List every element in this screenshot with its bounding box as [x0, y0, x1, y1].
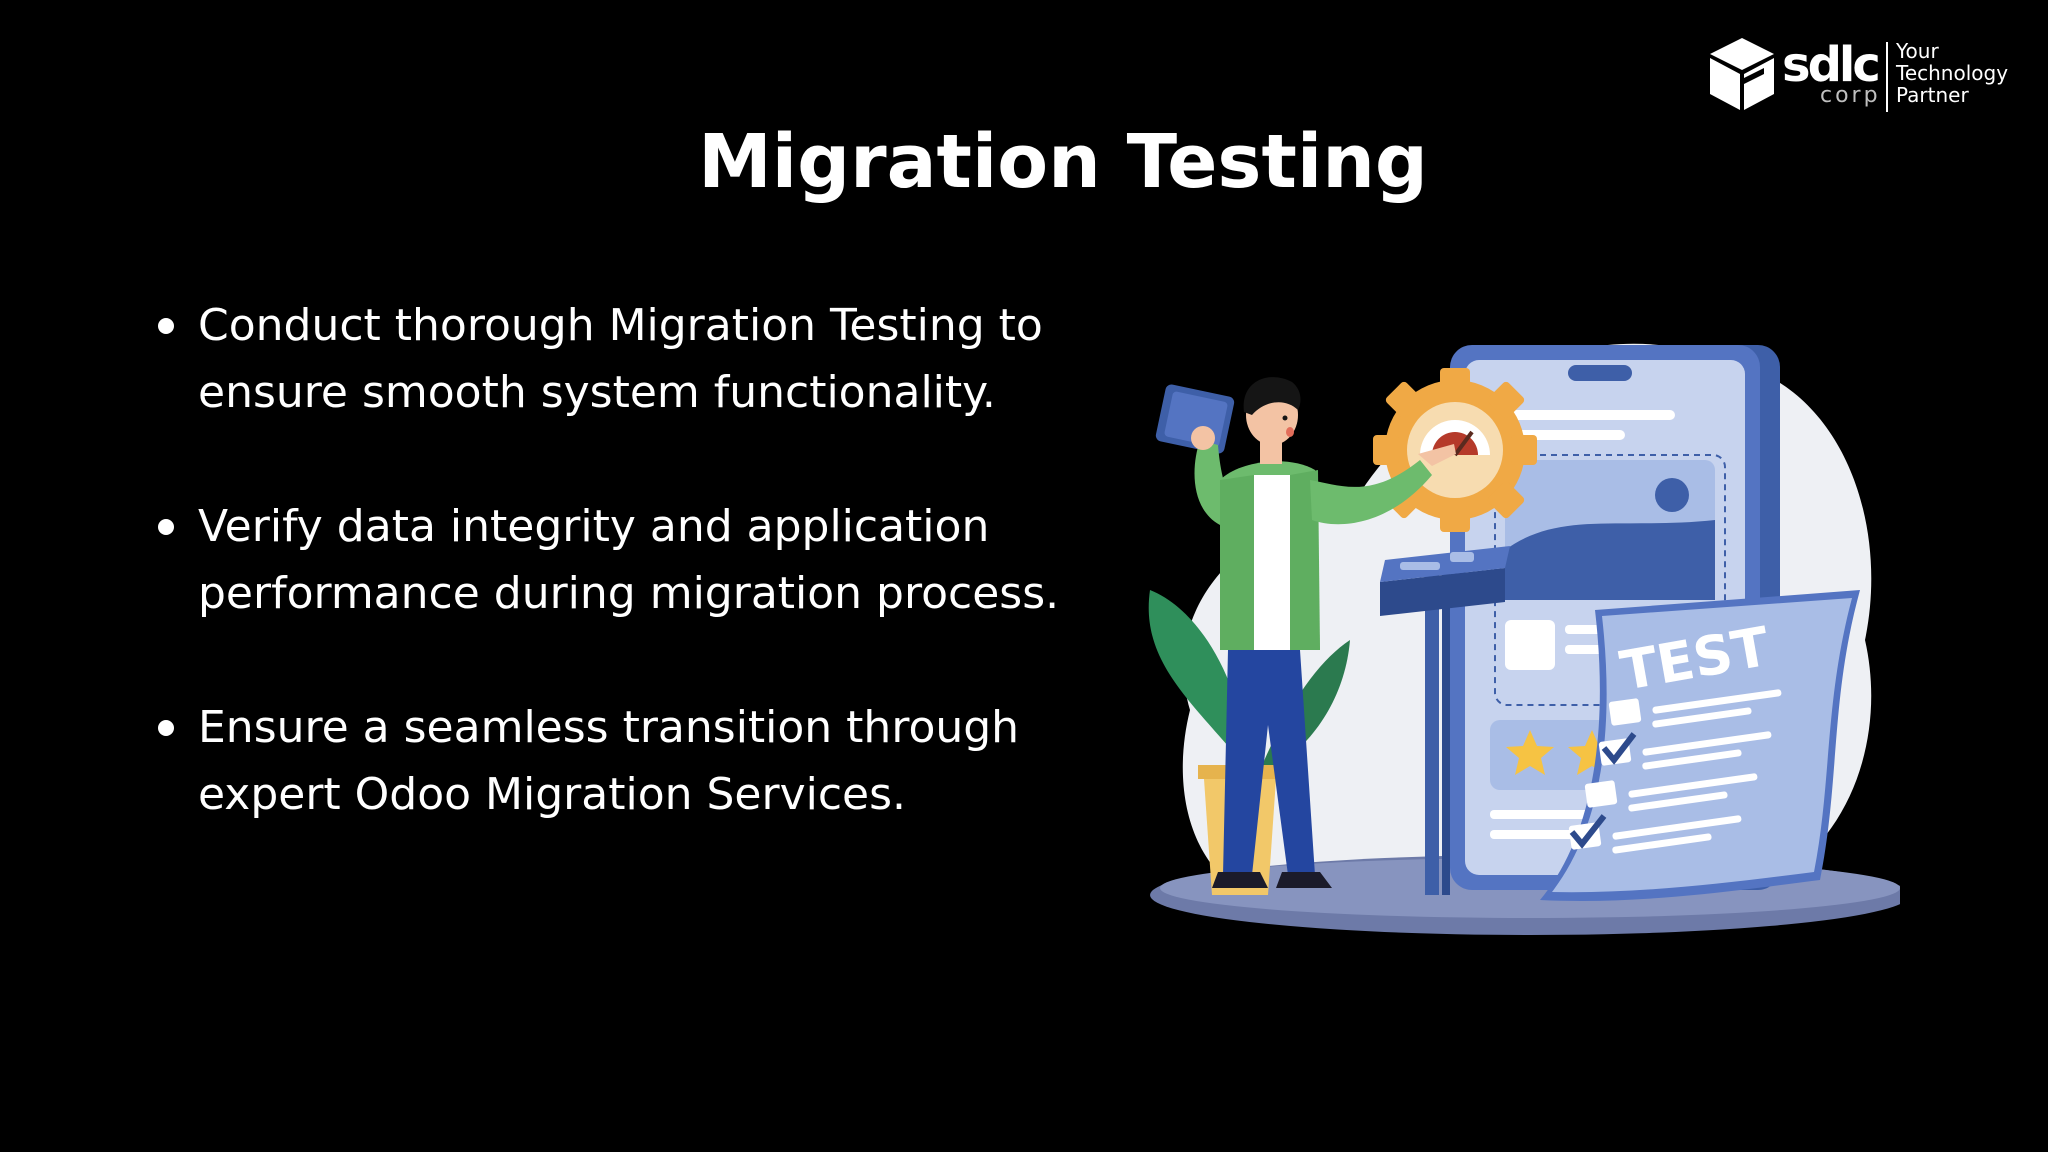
bullet-dot-icon — [158, 318, 174, 334]
slide-title: Migration Testing — [698, 119, 1428, 205]
logo-sub: corp — [1820, 83, 1881, 108]
person-figure — [1155, 377, 1456, 888]
logo-tagline-line: Your — [1896, 39, 1939, 63]
checkmark-icon — [1569, 814, 1607, 849]
bullet-item: Conduct thorough Migration Testing to en… — [152, 292, 1092, 426]
sdlc-logo: sdlc corp Your Technology Partner — [1706, 34, 2026, 114]
bullet-text: Verify data integrity and application pe… — [198, 501, 1060, 619]
speedometer-icon — [1420, 420, 1490, 457]
logo-wordmark: sdlc — [1782, 37, 1881, 93]
logo-tagline: Your Technology Partner — [1896, 40, 2008, 106]
logo-tagline-line: Partner — [1896, 83, 1969, 107]
bullet-dot-icon — [158, 720, 174, 736]
bullet-list: Conduct thorough Migration Testing to en… — [152, 292, 1092, 828]
bullet-dot-icon — [158, 519, 174, 535]
control-stand — [1380, 546, 1510, 895]
bullet-text: Ensure a seamless transition through exp… — [198, 702, 1020, 820]
bullet-item: Ensure a seamless transition through exp… — [152, 694, 1092, 828]
cube-logo-icon — [1710, 38, 1774, 110]
illustration-svg: TEST — [1148, 343, 1900, 935]
migration-testing-illustration: TEST — [1120, 320, 1900, 950]
bullet-item: Verify data integrity and application pe… — [152, 493, 1092, 627]
bullet-text: Conduct thorough Migration Testing to en… — [198, 300, 1043, 418]
star-icon — [1506, 730, 1554, 775]
test-sheet: TEST — [1540, 590, 1860, 901]
logo-divider — [1886, 42, 1888, 112]
checkmark-icon — [1601, 732, 1637, 765]
logo-tagline-line: Technology — [1896, 61, 2009, 85]
